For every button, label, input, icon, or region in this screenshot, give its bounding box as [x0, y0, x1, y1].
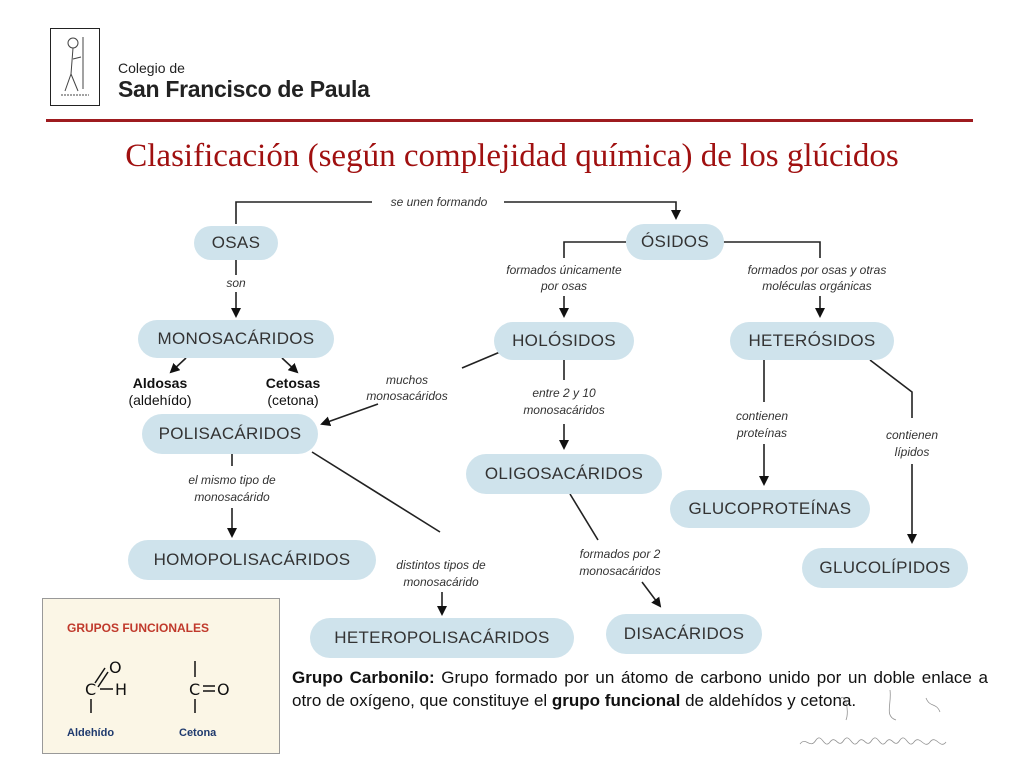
school-crest-icon	[61, 37, 89, 96]
label-formados-unicamente-2: por osas	[540, 279, 588, 293]
cetosas-item: Cetosas (cetona)	[248, 375, 338, 409]
school-name-line2: San Francisco de Paula	[118, 76, 370, 102]
node-osas: OSAS	[194, 226, 278, 260]
label-se-unen: se unen formando	[390, 195, 488, 209]
functional-groups-title: GRUPOS FUNCIONALES	[67, 621, 210, 635]
school-logo	[50, 28, 100, 106]
label-distintos-tipos-2: monosacárido	[403, 575, 479, 589]
label-contienen-proteinas-1: contienen	[735, 409, 789, 423]
node-holosidos: HOLÓSIDOS	[494, 322, 634, 360]
handwriting-scribble-icon	[799, 689, 947, 745]
node-oligosacaridos: OLIGOSACÁRIDOS	[466, 454, 662, 494]
description-text-1: Grupo formado por un átomo de carbono un…	[292, 668, 988, 710]
carbonyl-description: Grupo Carbonilo: Grupo formado por un át…	[292, 666, 988, 712]
carbonyl-structures-icon: C O H C O	[85, 658, 230, 713]
svg-text:O: O	[109, 658, 122, 677]
label-formados-otras-2: moléculas orgánicas	[762, 279, 872, 293]
label-contienen-lipidos-2: lípidos	[894, 445, 930, 459]
node-glucolipidos: GLUCOLÍPIDOS	[802, 548, 968, 588]
svg-text:O: O	[217, 680, 230, 699]
node-polisacaridos: POLISACÁRIDOS	[142, 414, 318, 454]
node-glucoproteinas: GLUCOPROTEÍNAS	[670, 490, 870, 528]
header-divider	[46, 119, 973, 122]
node-heteropolisacaridos: HETEROPOLISACÁRIDOS	[310, 618, 574, 658]
description-bold: grupo funcional	[551, 691, 681, 710]
label-muchos-1: muchos	[385, 373, 429, 387]
label-formados-por-2-2: monosacáridos	[579, 564, 661, 578]
slide-title: Clasificación (según complejidad química…	[125, 138, 899, 174]
label-entre-1: entre 2 y 10	[532, 386, 596, 400]
label-muchos-2: monosacáridos	[366, 389, 448, 403]
cetosas-sub: (cetona)	[267, 392, 319, 408]
school-name-line1: Colegio de	[118, 60, 185, 76]
label-mismo-tipo-2: monosacárido	[194, 490, 270, 504]
node-homopolisacaridos: HOMOPOLISACÁRIDOS	[128, 540, 376, 580]
aldosas-item: Aldosas (aldehído)	[112, 375, 208, 409]
node-osidos: ÓSIDOS	[626, 224, 724, 260]
node-heterosidos: HETERÓSIDOS	[730, 322, 894, 360]
label-mismo-tipo-1: el mismo tipo de	[188, 473, 276, 487]
label-formados-por-2-1: formados por 2	[579, 547, 661, 561]
svg-text:H: H	[115, 680, 127, 699]
label-distintos-tipos-1: distintos tipos de	[396, 558, 486, 572]
svg-text:C: C	[85, 680, 96, 699]
aldosas-label: Aldosas	[132, 375, 188, 391]
label-contienen-proteinas-2: proteínas	[736, 426, 788, 440]
label-entre-2: monosacáridos	[523, 403, 605, 417]
label-son: son	[226, 276, 246, 290]
aldosas-sub: (aldehído)	[128, 392, 192, 408]
description-term: Grupo Carbonilo:	[292, 668, 435, 687]
node-monosacaridos: MONOSACÁRIDOS	[138, 320, 334, 358]
functional-groups-panel: GRUPOS FUNCIONALES C O H C O Aldehído Ce…	[42, 598, 280, 754]
node-disacaridos: DISACÁRIDOS	[606, 614, 762, 654]
cetosas-label: Cetosas	[265, 375, 321, 391]
label-formados-otras-1: formados por osas y otras	[747, 263, 887, 277]
label-contienen-lipidos-1: contienen	[885, 428, 939, 442]
description-text-2: de aldehídos y cetona.	[680, 691, 857, 710]
label-formados-unicamente-1: formados únicamente	[506, 263, 622, 277]
cetona-label: Cetona	[179, 727, 217, 739]
svg-text:C: C	[189, 680, 200, 699]
aldehido-label: Aldehído	[67, 727, 115, 739]
